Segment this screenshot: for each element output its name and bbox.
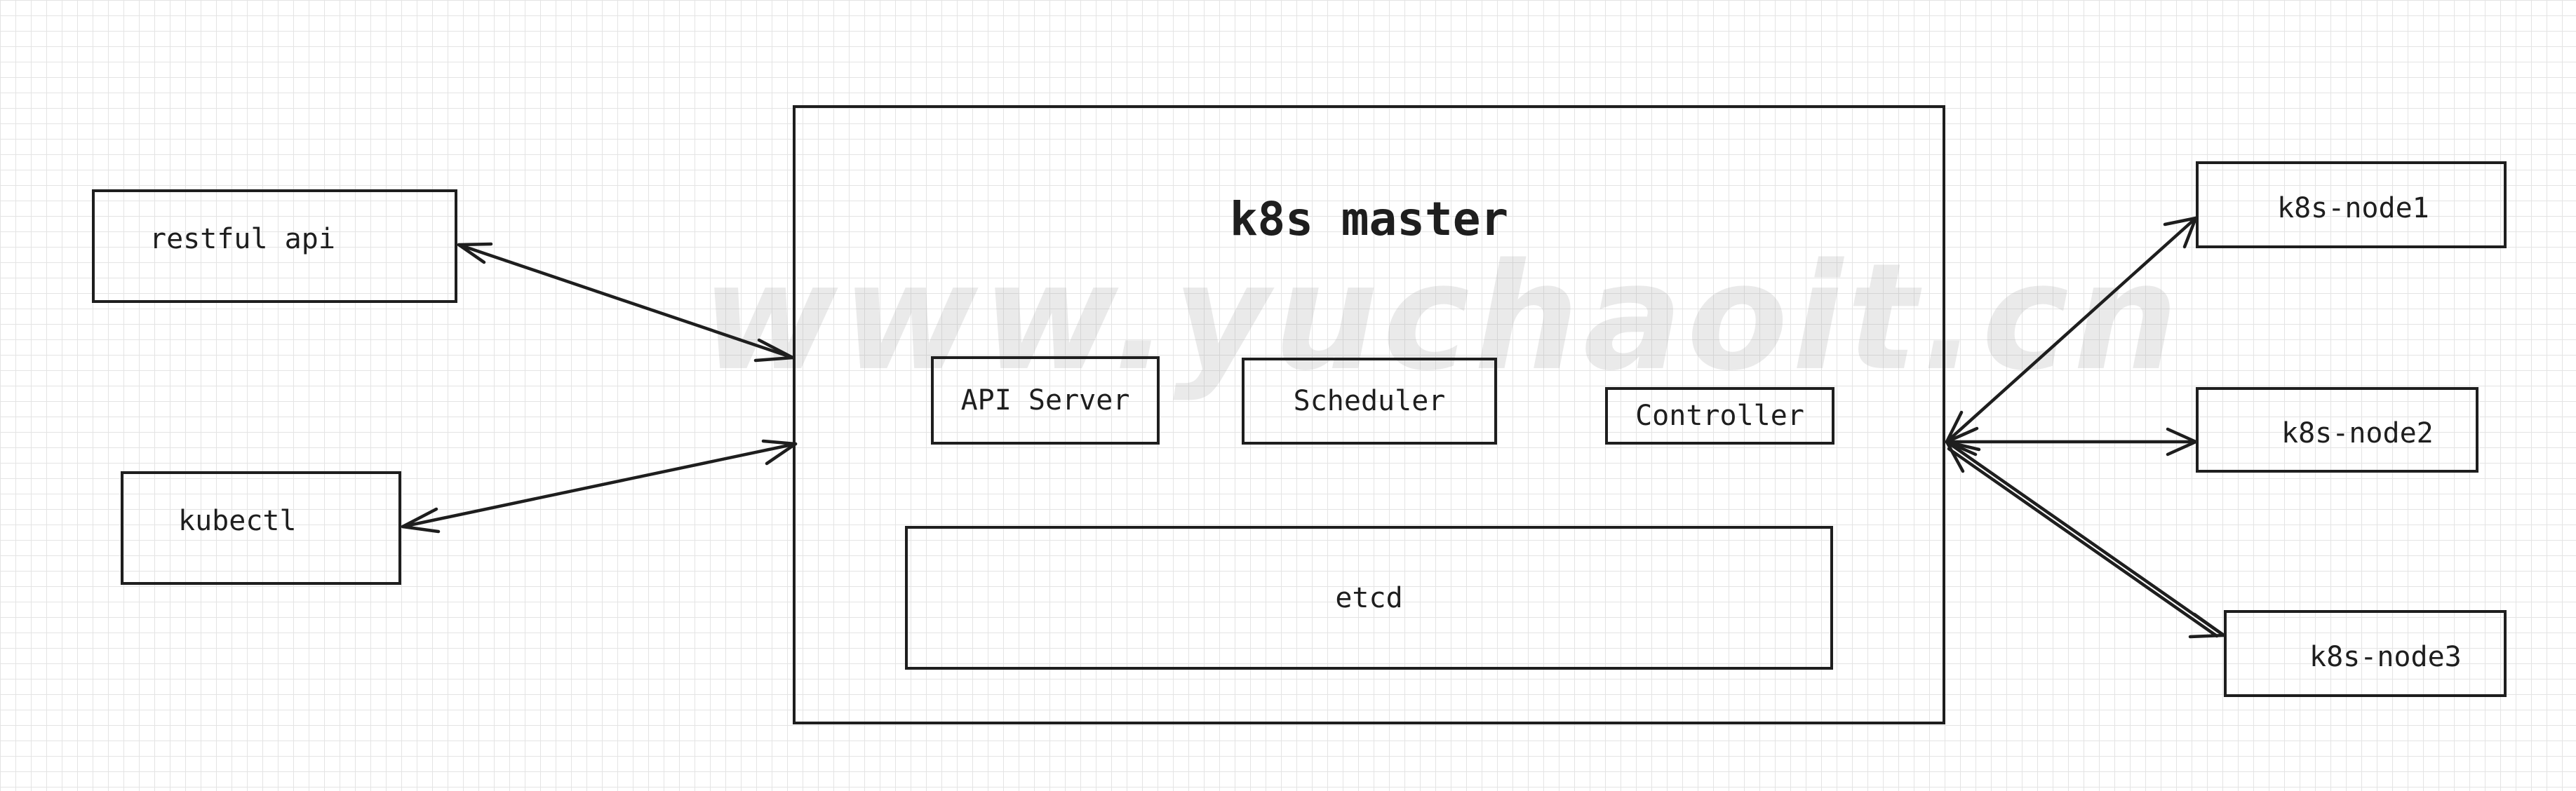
k8s-node3-label: k8s-node3 [2309,641,2462,673]
arrow-master-node1 [1945,216,2198,444]
api-server-box[interactable]: API Server [931,356,1160,445]
k8s-node2-box[interactable]: k8s-node2 [2196,387,2478,473]
kubectl-box[interactable]: kubectl [121,471,401,585]
api-server-label: API Server [960,384,1130,417]
arrow-kubectl-master [401,439,798,534]
restful-api-label: restful api [149,223,335,255]
scheduler-label: Scheduler [1293,385,1446,417]
k8s-node3-box[interactable]: k8s-node3 [2224,610,2507,697]
controller-box[interactable]: Controller [1605,387,1834,445]
arrow-restful-api-master [457,242,795,363]
arrow-master-node3 [1945,440,2226,639]
k8s-master-box[interactable]: k8s master [793,105,1945,724]
k8s-node1-label: k8s-node1 [2277,192,2429,224]
k8s-node2-label: k8s-node2 [2281,417,2434,449]
kubectl-label: kubectl [178,505,297,537]
restful-api-box[interactable]: restful api [92,189,457,303]
controller-label: Controller [1635,400,1804,432]
k8s-master-title: k8s master [1229,192,1509,246]
scheduler-box[interactable]: Scheduler [1242,358,1497,445]
etcd-box[interactable]: etcd [905,526,1833,670]
arrow-master-node2 [1945,427,2198,457]
etcd-label: etcd [1335,581,1403,614]
k8s-node1-box[interactable]: k8s-node1 [2196,161,2507,248]
